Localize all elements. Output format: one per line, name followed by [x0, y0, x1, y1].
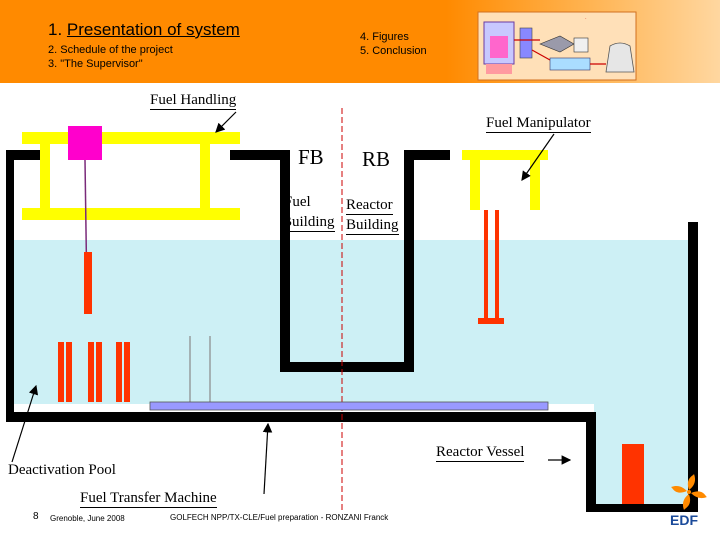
- label-fuel-manipulator: Fuel Manipulator: [486, 115, 591, 133]
- label-fuel-transfer-machine: Fuel Transfer Machine: [80, 490, 217, 508]
- section-title: 1. Presentation of system: [48, 20, 240, 40]
- transfer-machine-callout: [262, 422, 273, 495]
- page-number: 8: [33, 511, 39, 522]
- fuel-transfer-tube: [149, 401, 549, 411]
- footer-location-date: Grenoble, June 2008: [50, 514, 125, 523]
- reactor-core-fuel: [622, 444, 644, 504]
- manipulator-head: [478, 318, 504, 324]
- agenda-item-figures: 4. Figures: [360, 31, 409, 43]
- svg-text:·: ·: [585, 16, 587, 22]
- fuel-grab: [68, 126, 102, 160]
- label-fuel: Fuel: [284, 194, 311, 210]
- pool-water: [12, 240, 694, 404]
- transfer-machine-rails: [189, 336, 211, 402]
- edf-logo-text: EDF: [670, 512, 698, 528]
- section-title-text: Presentation of system: [66, 20, 240, 39]
- label-building-fb: Building: [282, 214, 335, 232]
- label-fuel-handling: Fuel Handling: [150, 92, 237, 110]
- building-structure: [6, 150, 698, 512]
- agenda-item-conclusion: 5. Conclusion: [360, 45, 427, 57]
- footer-caption: GOLFECH NPP/TX-CLE/Fuel preparation - RO…: [170, 513, 389, 522]
- agenda-item-supervisor: 3. "The Supervisor": [48, 58, 143, 70]
- manipulator-mast: [484, 210, 499, 322]
- label-reactor: Reactor: [346, 197, 393, 215]
- stored-fuel-assemblies: [58, 342, 130, 402]
- plant-schematic-icon: ·: [477, 11, 637, 81]
- fuel-handling-callout: [215, 111, 237, 133]
- label-deactivation-pool: Deactivation Pool: [8, 462, 116, 478]
- label-reactor-vessel: Reactor Vessel: [436, 444, 525, 462]
- fuel-assembly-handled: [84, 252, 92, 314]
- label-building-rb: Building: [346, 217, 399, 235]
- label-rb: RB: [362, 147, 391, 171]
- label-fb: FB: [298, 145, 324, 169]
- edf-logo: [671, 474, 707, 510]
- deactivation-pool-callout: [11, 384, 39, 463]
- section-number: 1.: [48, 20, 63, 39]
- fuel-handling-crane: [22, 132, 240, 220]
- agenda-item-schedule: 2. Schedule of the project: [48, 44, 173, 56]
- fuel-manipulator-callout: [521, 133, 555, 181]
- fuel-manipulator: [462, 150, 548, 210]
